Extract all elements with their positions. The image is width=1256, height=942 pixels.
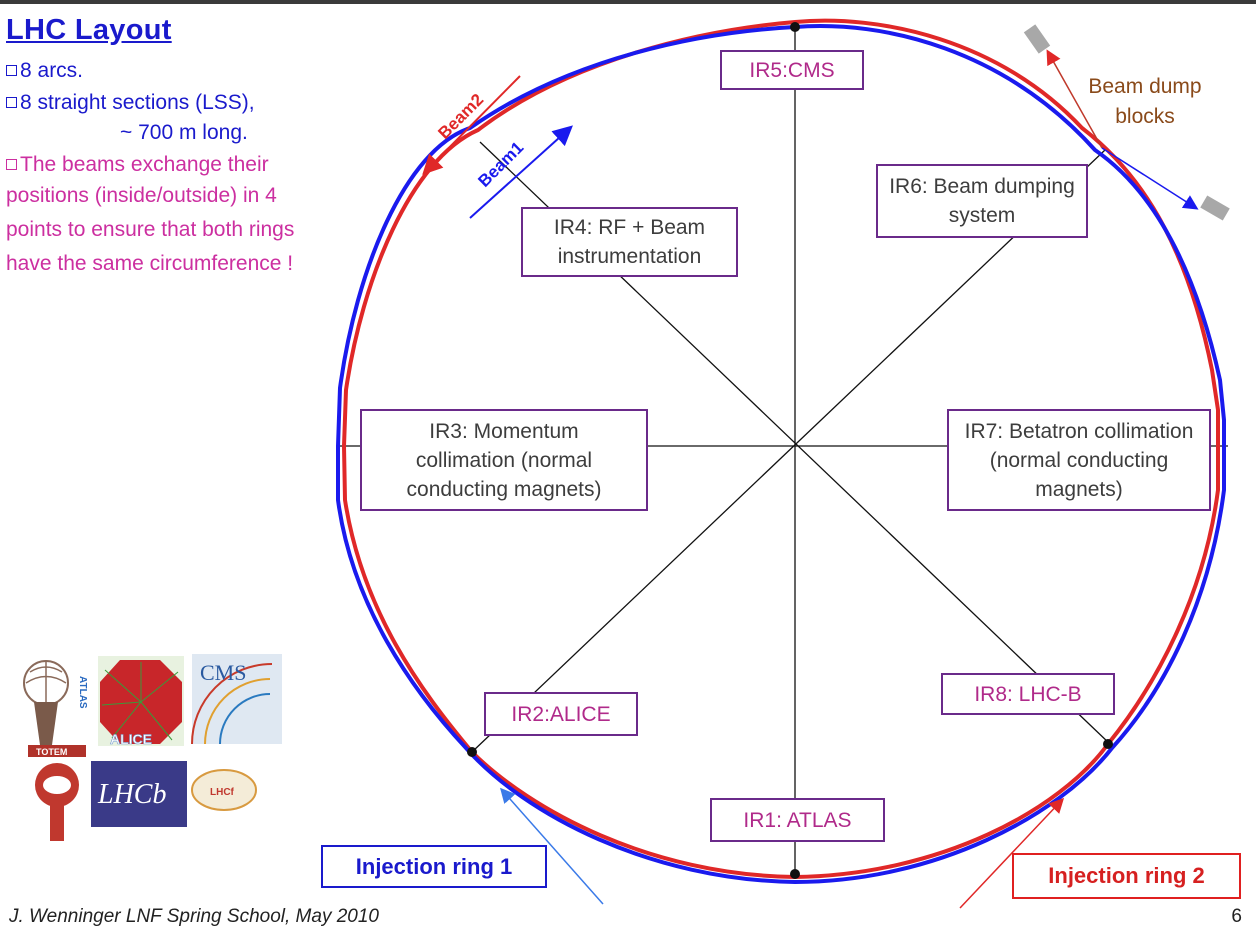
ir5-box: IR5:CMS: [720, 50, 864, 90]
ir7-box: IR7: Betatron collimation (normal conduc…: [947, 409, 1211, 511]
ir3-label: IR3: Momentum collimation (normal conduc…: [406, 419, 602, 501]
beam1-label: Beam1: [474, 138, 527, 191]
injection-line-ring1: [500, 787, 604, 905]
page-title: LHC Layout: [6, 14, 172, 46]
svg-text:ALICE: ALICE: [110, 731, 152, 747]
beam2-direction-arrow: [422, 75, 521, 175]
atlas-logo: ATLAS: [23, 660, 88, 745]
totem-logo: TOTEM: [28, 745, 86, 841]
ir8-box: IR8: LHC-B: [941, 673, 1115, 715]
svg-text:LHCb: LHCb: [97, 779, 166, 810]
dump-block-right: [1200, 195, 1230, 221]
bullet-beams-exchange-l4: have the same circumference !: [6, 252, 294, 275]
ir1-box: IR1: ATLAS: [710, 798, 885, 842]
ir4-box: IR4: RF + Beam instrumentation: [521, 207, 738, 277]
bullet-beams-exchange-l3: points to ensure that both rings: [6, 218, 295, 241]
bullet-straight-sections-cont: ~ 700 m long.: [120, 121, 248, 144]
svg-text:TOTEM: TOTEM: [36, 747, 67, 757]
dump-arrow-beam2: [1046, 49, 1103, 149]
crossing-dot-ir1: [790, 869, 800, 879]
ir1-label: IR1: ATLAS: [743, 808, 852, 832]
experiment-logos: ATLAS ALICE CMS TOTEM LHCb LHCf: [23, 654, 282, 841]
ir2-label: IR2:ALICE: [511, 702, 611, 726]
injection-line-ring2: [959, 797, 1065, 909]
ir6-label: IR6: Beam dumping system: [889, 175, 1075, 227]
bullet-straight-sections: 8 straight sections (LSS),: [6, 88, 255, 118]
crossing-dot-ir8: [1103, 739, 1113, 749]
ir4-label: IR4: RF + Beam instrumentation: [553, 216, 706, 268]
bullet-text: 8 straight sections (LSS),: [20, 91, 255, 114]
ir5-label: IR5:CMS: [749, 58, 835, 82]
alice-logo: ALICE: [98, 656, 184, 747]
ir6-box: IR6: Beam dumping system: [876, 164, 1088, 238]
beam1-ring: [336, 24, 1226, 885]
cms-logo: CMS: [191, 654, 282, 745]
beam1-direction-arrow: [469, 125, 573, 219]
top-border: [0, 0, 1256, 4]
bullet-text: 8 arcs.: [20, 59, 84, 82]
bullet-beams-exchange-l2: positions (inside/outside) in 4: [6, 184, 277, 207]
crossing-points: [467, 22, 1113, 879]
svg-text:LHCf: LHCf: [210, 787, 235, 798]
bullet-arcs: 8 arcs.: [6, 56, 83, 86]
svg-text:ATLAS: ATLAS: [77, 676, 88, 709]
bullet-square-icon: [6, 65, 17, 76]
bullet-beams-exchange: The beams exchange their: [6, 150, 269, 180]
ir3-box: IR3: Momentum collimation (normal conduc…: [360, 409, 648, 511]
crossing-dot-ir5: [790, 22, 800, 32]
bullet-square-icon: [6, 159, 17, 170]
lhcb-logo: LHCb: [91, 761, 187, 827]
bullet-text: The beams exchange their: [20, 153, 269, 176]
spoke-diagonal-2: [471, 149, 1106, 753]
ir2-box: IR2:ALICE: [484, 692, 638, 736]
crossing-dot-ir2: [467, 747, 477, 757]
page-number: 6: [1231, 906, 1242, 927]
bullet-square-icon: [6, 97, 17, 108]
ir7-label: IR7: Betatron collimation (normal conduc…: [964, 419, 1194, 501]
dump-arrow-beam1: [1101, 147, 1199, 210]
beam-dump-label: Beam dump blocks: [1088, 75, 1202, 128]
ir8-label: IR8: LHC-B: [974, 682, 1082, 706]
footer-citation: J. Wenninger LNF Spring School, May 2010: [9, 906, 379, 927]
injection-ring2-label: Injection ring 2: [1012, 853, 1241, 899]
dump-block-top: [1023, 24, 1051, 54]
svg-text:CMS: CMS: [200, 660, 246, 685]
injection-ring1-label: Injection ring 1: [321, 845, 547, 888]
lhcf-logo: LHCf: [191, 769, 257, 811]
